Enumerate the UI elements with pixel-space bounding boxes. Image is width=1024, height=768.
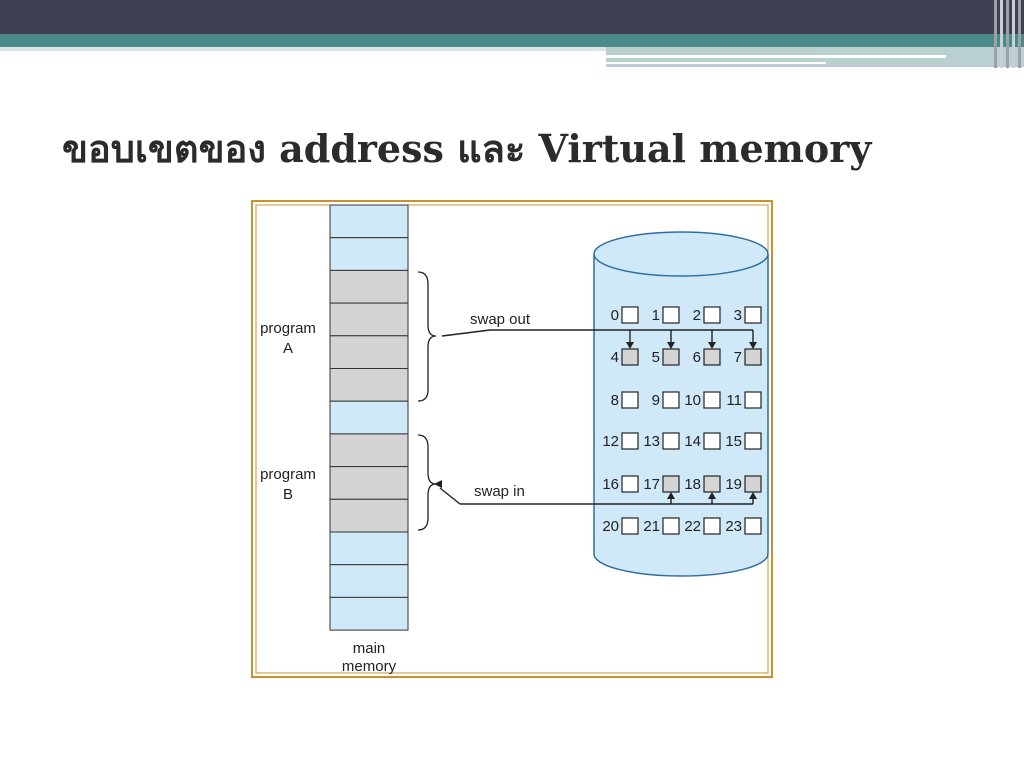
memory-frame-program-b <box>329 498 409 533</box>
disk-block <box>744 432 762 450</box>
disk-block <box>662 475 680 493</box>
disk-block-number: 22 <box>684 518 701 535</box>
memory-frame-free <box>329 400 409 435</box>
disk-block-number: 6 <box>693 349 701 366</box>
disk-block-number: 14 <box>684 433 701 450</box>
disk-block <box>621 517 639 535</box>
disk-block <box>744 348 762 366</box>
swap-in-branch-arrowhead <box>708 492 716 499</box>
memory-frame-program-b <box>329 433 409 468</box>
swap-out-label: swap out <box>470 311 531 328</box>
header-light-bar <box>0 47 1024 51</box>
program-b-label-line2: B <box>283 486 293 503</box>
header-stripe-1 <box>994 0 997 68</box>
swap-arrows <box>434 329 757 505</box>
memory-frame-program-a <box>329 269 409 304</box>
swap-out-arrowhead <box>626 342 634 349</box>
disk-block-number: 9 <box>652 392 660 409</box>
disk-block-number: 21 <box>643 518 660 535</box>
disk-block-number: 1 <box>652 307 660 324</box>
memory-frame-free <box>329 204 409 239</box>
memory-frame-free <box>329 531 409 566</box>
disk-block-number: 10 <box>684 392 701 409</box>
disk-block <box>703 391 721 409</box>
swap-out-arrowhead <box>749 342 757 349</box>
memory-frame-program-a <box>329 302 409 337</box>
disk-block <box>703 432 721 450</box>
program-a-label-line2: A <box>283 340 293 357</box>
swap-in-branch-arrowhead <box>749 492 757 499</box>
header-dark-bar <box>0 0 1024 34</box>
memory-frame-free <box>329 564 409 598</box>
disk-block <box>662 432 680 450</box>
disk-block-number: 13 <box>643 433 660 450</box>
swap-in-branch-arrowhead <box>667 492 675 499</box>
program-b-label-line1: program <box>260 466 316 483</box>
disk-block-number: 19 <box>725 476 742 493</box>
disk-cylinder-top <box>593 231 769 277</box>
disk-cylinder-body <box>593 254 769 577</box>
disk-block-number: 5 <box>652 349 660 366</box>
swap-out-arrowhead <box>667 342 675 349</box>
swap-in-label: swap in <box>474 483 525 500</box>
disk-block-number: 8 <box>611 392 619 409</box>
header-stripe-3 <box>1006 0 1009 68</box>
disk-block <box>621 306 639 324</box>
disk-block <box>703 517 721 535</box>
disk-block <box>662 517 680 535</box>
main-memory-label-line2: memory <box>342 658 397 675</box>
memory-frame-free <box>329 237 409 271</box>
disk-block-number: 23 <box>725 518 742 535</box>
disk-block <box>621 475 639 493</box>
disk-block-number: 11 <box>726 392 742 409</box>
disk-block <box>744 306 762 324</box>
memory-frame-free <box>329 596 409 631</box>
memory-frame-program-a <box>329 368 409 402</box>
disk-block-number: 3 <box>734 307 742 324</box>
disk-block-number: 0 <box>611 307 619 324</box>
header-teal-bar <box>0 34 1024 47</box>
disk-block-number: 7 <box>734 349 742 366</box>
main-memory-column <box>329 204 409 631</box>
header-stripe-4 <box>1012 0 1015 68</box>
slide-title: ขอบเขตของ address และ Virtual memory <box>62 126 872 171</box>
disk-block-number: 16 <box>602 476 619 493</box>
disk-block-number: 18 <box>684 476 701 493</box>
memory-frame-program-b <box>329 466 409 500</box>
disk-block <box>621 348 639 366</box>
main-memory-label-line1: main <box>353 640 386 657</box>
disk-block-number: 20 <box>602 518 619 535</box>
header-accent-line-3 <box>606 62 826 64</box>
program-a-brace <box>417 271 437 402</box>
disk-block <box>621 391 639 409</box>
disk-block <box>662 391 680 409</box>
disk-block <box>744 475 762 493</box>
disk-block <box>744 517 762 535</box>
disk-block <box>662 306 680 324</box>
disk-block-number: 15 <box>725 433 742 450</box>
swap-out-arrowhead <box>708 342 716 349</box>
swap-in-arrow-line <box>439 487 461 505</box>
disk-block-number: 17 <box>643 476 660 493</box>
swap-out-arrow-line <box>441 329 491 337</box>
disk-block-number: 4 <box>611 349 619 366</box>
disk-block-number: 12 <box>602 433 619 450</box>
header-accent-line-2 <box>606 55 946 58</box>
header-stripe-2 <box>1000 0 1003 68</box>
disk-block <box>621 432 639 450</box>
disk-block <box>662 348 680 366</box>
disk-block <box>703 306 721 324</box>
slide-header-decoration <box>0 0 1024 68</box>
disk-block-number: 2 <box>693 307 701 324</box>
program-a-label-line1: program <box>260 320 316 337</box>
disk-block <box>703 475 721 493</box>
disk-block <box>744 391 762 409</box>
disk-block <box>703 348 721 366</box>
swap-in-arrowhead <box>434 480 442 488</box>
memory-frame-program-a <box>329 335 409 369</box>
header-stripe-5 <box>1018 0 1021 68</box>
